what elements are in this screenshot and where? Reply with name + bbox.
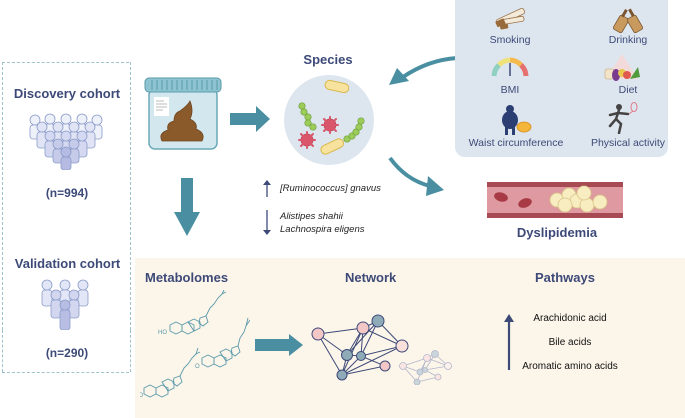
cohort-panel: [2, 62, 131, 330]
cohort-panel-bottom-border: [2, 372, 129, 373]
pathway-item: Bile acids: [548, 337, 592, 348]
species-decreased-item: Alistipes shahii: [280, 211, 343, 222]
validation-cohort-title: Validation cohort: [14, 256, 121, 271]
curved-arrow-species-to-dyslipidemia-icon: [388, 156, 444, 196]
cohort-panel-top-border: [2, 62, 129, 63]
blood-vessel-icon: [487, 182, 623, 218]
food-pyramid-icon: [604, 54, 640, 81]
molecule-keto-label: O: [195, 364, 200, 370]
arrow-right-icon: [255, 334, 303, 356]
validation-cohort-count: (n=290): [45, 346, 89, 360]
crowd-small-icon: [41, 279, 89, 330]
lifestyle-label-smoking: Smoking: [489, 34, 531, 46]
species-increased-item: [Ruminococcus] gnavus: [280, 183, 381, 194]
bacteria-species-icon: [284, 75, 374, 165]
lifestyle-label-waist-circumference: Waist circumference: [468, 137, 564, 149]
network-graph-icon: [311, 314, 452, 385]
bottles-icon: [613, 8, 643, 34]
dyslipidemia-title: Dyslipidemia: [516, 225, 598, 240]
molecule-hydroxyl-label: HO: [158, 330, 167, 336]
arrow-down-icon: [174, 178, 200, 236]
pathway-item: Aromatic amino acids: [522, 361, 618, 372]
lifestyle-label-diet: Diet: [618, 84, 638, 96]
molecule-hydroxyl-label: HO: [140, 393, 143, 399]
obese-person-icon: [502, 105, 532, 135]
stool-sample-jar-icon: [144, 77, 222, 150]
arrow-up-icon: [504, 314, 514, 370]
lifestyle-label-physical-activity: Physical activity: [590, 137, 666, 149]
cohort-panel-lower-border: [2, 330, 131, 372]
sterol-molecules-icon: HO HO O: [140, 290, 250, 399]
discovery-cohort-count: (n=994): [45, 186, 89, 200]
arrow-up-icon: [263, 180, 271, 197]
pathway-item: Arachidonic acid: [533, 313, 607, 324]
metabolomics-panel: [135, 258, 685, 418]
species-title: Species: [303, 52, 353, 67]
gauge-icon: [491, 57, 529, 77]
arrow-down-icon: [263, 210, 271, 235]
metabolomes-title: Metabolomes: [145, 270, 229, 285]
network-title: Network: [345, 270, 397, 285]
discovery-cohort-title: Discovery cohort: [13, 86, 121, 101]
arrow-right-icon: [230, 106, 270, 132]
pathways-title: Pathways: [535, 270, 595, 285]
lifestyle-label-drinking: Drinking: [608, 34, 648, 46]
lifestyle-label-bmi: BMI: [500, 84, 520, 96]
species-decreased-item: Lachnospira eligens: [280, 224, 365, 235]
tennis-player-icon: [608, 102, 638, 134]
cigarette-icon: [495, 8, 526, 30]
curved-arrow-lifestyle-to-species-icon: [389, 56, 458, 85]
crowd-large-icon: [29, 113, 103, 170]
